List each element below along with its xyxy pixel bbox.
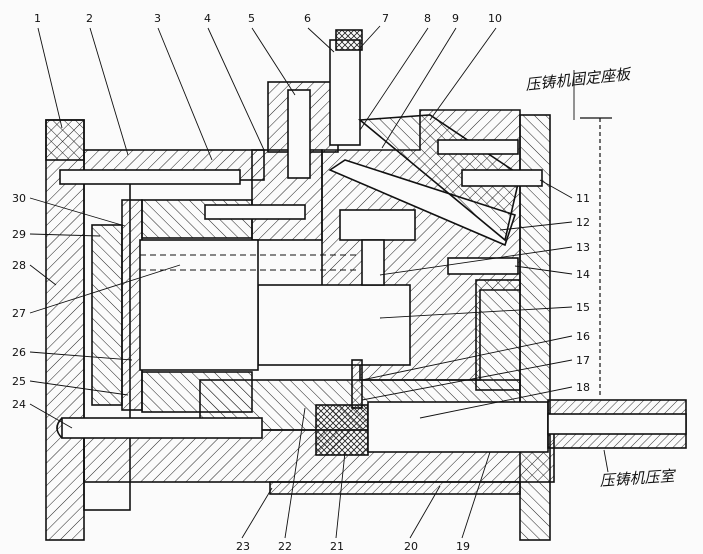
callout-9: 9	[452, 12, 459, 25]
callout-16: 16	[576, 330, 590, 343]
callout-14: 14	[576, 268, 590, 281]
callout-8: 8	[424, 12, 431, 25]
spring-6-7	[329, 39, 361, 146]
callout-24: 24	[12, 398, 26, 411]
callout-28: 28	[12, 259, 26, 272]
callout-11: 11	[576, 192, 590, 205]
callout-21: 21	[330, 540, 344, 553]
callout-12: 12	[576, 216, 590, 229]
callout-27: 27	[12, 307, 26, 320]
ejector-plate	[121, 199, 143, 411]
callout-6: 6	[304, 12, 311, 25]
callout-17: 17	[576, 354, 590, 367]
bolt-5	[287, 89, 311, 179]
callout-15: 15	[576, 301, 590, 314]
guide-pin	[59, 169, 241, 185]
callout-3: 3	[154, 12, 161, 25]
moving-clamp-plate	[45, 119, 85, 541]
casting-cavity	[257, 284, 411, 366]
callout-22: 22	[278, 540, 292, 553]
ejector-retainer	[91, 224, 123, 406]
callout-25: 25	[12, 375, 26, 388]
callout-5: 5	[248, 12, 255, 25]
gate-channel	[351, 359, 363, 409]
plate-top-cap	[45, 119, 85, 161]
callout-20: 20	[404, 540, 418, 553]
moving-mold-body	[251, 149, 323, 241]
ejector-rod	[61, 417, 263, 439]
sprue-spreader	[315, 404, 369, 456]
center-post	[361, 239, 385, 286]
center-block	[339, 209, 416, 241]
bolt-10	[437, 139, 519, 155]
fixed-right-block	[475, 279, 521, 391]
pressure-chamber-bore	[547, 413, 687, 435]
mold-body	[45, 29, 687, 541]
callout-18: 18	[576, 381, 590, 394]
bolt-11	[461, 169, 543, 187]
pressure-chamber-leader	[603, 449, 609, 473]
callout-23: 23	[236, 540, 250, 553]
callout-26: 26	[12, 346, 26, 359]
callout-2: 2	[86, 12, 93, 25]
callout-1: 1	[34, 12, 41, 25]
ejector-rod-tip	[56, 417, 63, 439]
callout-30: 30	[12, 192, 26, 205]
callout-13: 13	[576, 241, 590, 254]
leader-lines	[29, 25, 575, 539]
callout-4: 4	[204, 12, 211, 25]
callout-labels: 1 2 3 4 5 6 7 8 9 10 11 12 13 14 15 16 1…	[12, 12, 590, 553]
core-insert	[139, 239, 259, 371]
rail-20	[269, 481, 521, 495]
callout-7: 7	[382, 12, 389, 25]
guide-bolt-30	[204, 204, 306, 220]
shot-sleeve	[367, 401, 549, 453]
callout-10: 10	[488, 12, 502, 25]
callout-29: 29	[12, 228, 26, 241]
callout-19: 19	[456, 540, 470, 553]
fixed-platen-annotation: 压铸机固定座板	[525, 65, 633, 94]
angle-pin-slider	[328, 159, 517, 247]
spring-cap	[335, 29, 363, 51]
pressure-chamber-annotation: 压铸机压室	[599, 467, 677, 490]
